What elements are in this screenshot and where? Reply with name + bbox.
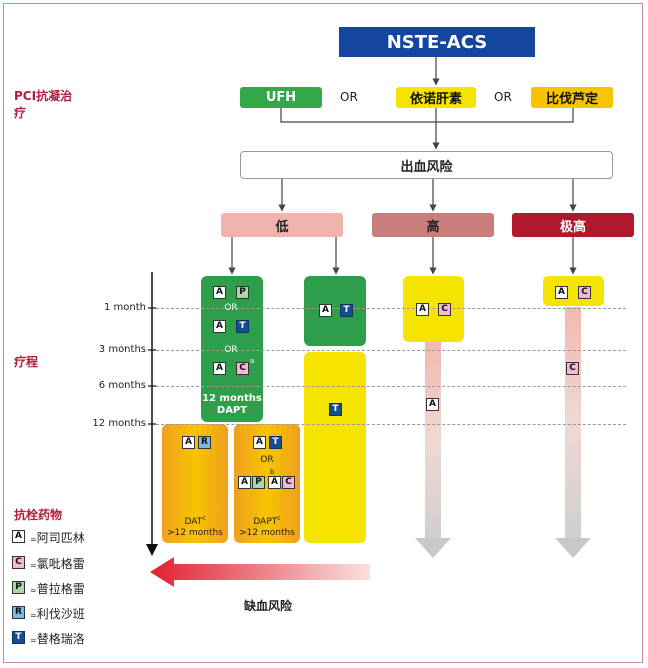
legend-chip-aspirin: A: [12, 530, 25, 543]
chip-prasugrel: P: [236, 286, 249, 299]
dashline-6-months: [156, 386, 626, 387]
chip-prasugrel: P: [252, 476, 265, 489]
high-arrowhead: [415, 538, 451, 558]
tick-12-months: 12 months: [92, 418, 146, 429]
or-label-1: OR: [340, 90, 358, 104]
or-label-low-1: OR: [224, 303, 238, 313]
legend-label: 普拉格雷: [36, 582, 85, 596]
risk-high-box: 高: [372, 213, 494, 237]
dashline-3-months: [156, 350, 626, 351]
bleeding-risk-box: 出血风险: [240, 151, 613, 179]
chip-aspirin: A: [319, 304, 332, 317]
very-high-1m-yellow-box: [543, 276, 604, 306]
chip-clopidogrel: C: [578, 286, 591, 299]
chip-ticagrelor: T: [329, 403, 342, 416]
or-label-low-2: OR: [224, 345, 238, 355]
chip-aspirin: A: [238, 476, 251, 489]
chip-rivaroxaban: R: [198, 436, 211, 449]
treatment-duration-label: 疗程: [14, 355, 39, 369]
dashline-12-months: [156, 424, 626, 425]
legend-chip-ticagrelor: T: [12, 631, 25, 644]
legend-label: 利伐沙班: [36, 607, 85, 621]
dat-gt12-text: DATc >12 months: [167, 515, 223, 538]
dashline-1-month: [156, 308, 626, 309]
title-text: NSTE-ACS: [386, 31, 488, 53]
chip-clopidogrel: C: [438, 303, 451, 316]
very-high-arrowhead: [555, 538, 591, 558]
ufh-box: UFH: [240, 87, 322, 108]
chip-clopidogrel: C: [282, 476, 295, 489]
legend-chip-prasugrel: P: [12, 581, 25, 594]
bivalirudin-box: 比伐芦定: [531, 87, 613, 108]
chip-clopidogrel: C: [236, 362, 249, 375]
figure-frame: [3, 3, 643, 663]
chip-ticagrelor: T: [340, 304, 353, 317]
chip-aspirin: A: [555, 286, 568, 299]
low-ticagrelor-yellow-box: [304, 352, 366, 543]
title-box: NSTE-ACS: [339, 27, 535, 57]
antithrombotic-drugs-label: 抗栓药物: [14, 508, 63, 522]
chip-aspirin: A: [268, 476, 281, 489]
high-continuation-arrow: [425, 342, 441, 540]
tick-3-months: 3 months: [98, 344, 146, 355]
legend-chip-clopidogrel: C: [12, 556, 25, 569]
low-dapt-12m-box: [201, 276, 263, 422]
low-1m-green-box: [304, 276, 366, 346]
chip-aspirin: A: [213, 362, 226, 375]
dapt-12-months-text: 12 months DAPT: [202, 393, 262, 416]
chip-aspirin: A: [416, 303, 429, 316]
chip-clopidogrel: C: [566, 362, 579, 375]
chip-aspirin: A: [426, 398, 439, 411]
superscript-a: a: [250, 357, 255, 365]
enoxaparin-box: 依诺肝素: [396, 87, 476, 108]
chip-aspirin: A: [182, 436, 195, 449]
chip-aspirin: A: [253, 436, 266, 449]
chip-ticagrelor: T: [269, 436, 282, 449]
chip-aspirin: A: [213, 320, 226, 333]
risk-low-box: 低: [221, 213, 343, 237]
ischemia-risk-arrow: [150, 557, 370, 587]
chip-ticagrelor: T: [236, 320, 249, 333]
risk-very-high-box: 极高: [512, 213, 634, 237]
tick-6-months: 6 months: [98, 380, 146, 391]
pci-anticoagulation-label: PCI抗凝治疗: [14, 89, 73, 120]
or-label-2: OR: [494, 90, 512, 104]
low-dat-gt12m-box: [162, 424, 228, 543]
legend-label: 替格瑞洛: [36, 632, 85, 646]
chip-aspirin: A: [213, 286, 226, 299]
or-label-low-3: OR: [260, 455, 274, 465]
dapt-gt12-text: DAPTc >12 months: [239, 515, 295, 538]
tick-1-month: 1 month: [104, 302, 146, 313]
legend-chip-rivaroxaban: R: [12, 606, 25, 619]
high-1m-yellow-box: [403, 276, 464, 342]
ischemia-risk-label: 缺血风险: [244, 599, 293, 613]
superscript-b: b: [270, 468, 275, 476]
legend-label: 阿司匹林: [36, 531, 85, 545]
legend-label: 氯吡格雷: [36, 557, 85, 571]
